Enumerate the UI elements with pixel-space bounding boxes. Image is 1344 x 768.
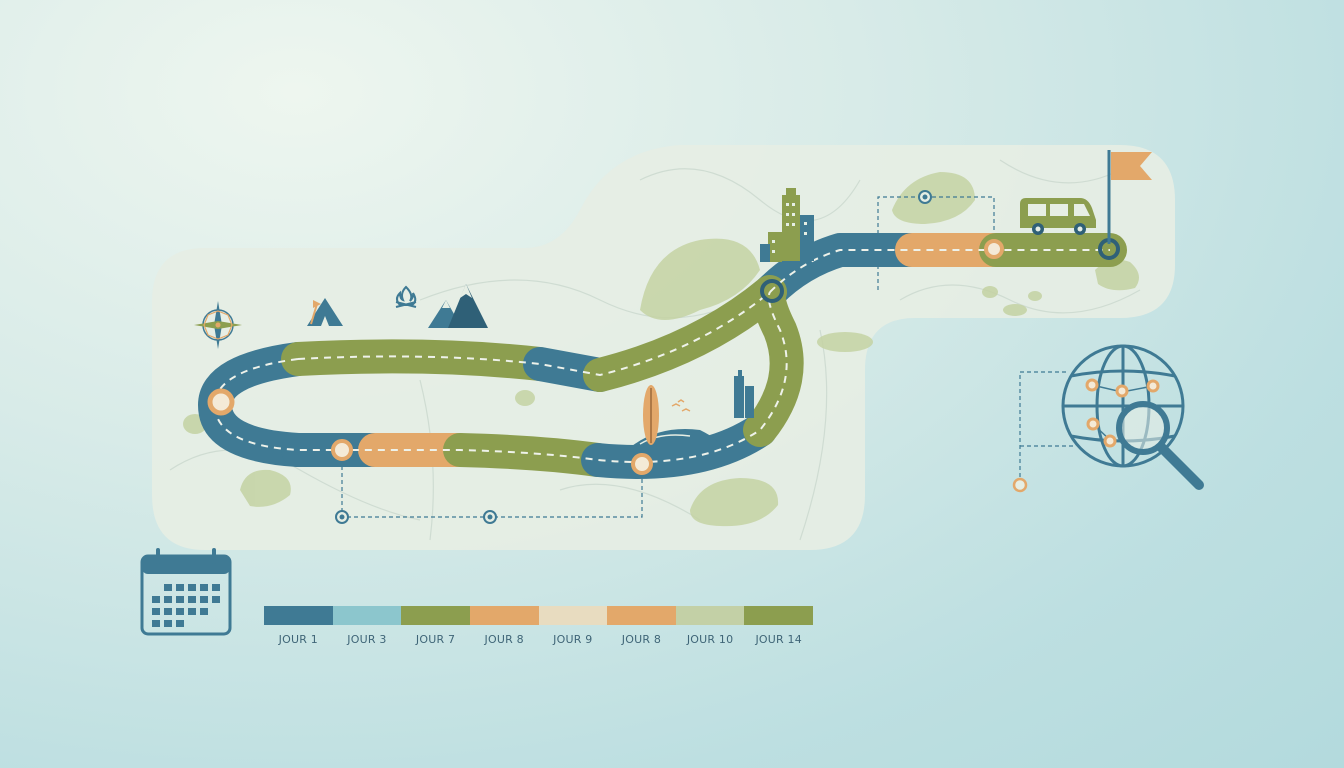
timeline-segment: JOUR 7 — [401, 606, 470, 650]
timeline-label: JOUR 8 — [484, 633, 524, 646]
calendar-icon — [140, 548, 232, 636]
magnifier-icon — [1116, 401, 1204, 490]
waypoint-marker — [1012, 477, 1028, 493]
timeline-bar — [675, 606, 745, 625]
flag-icon — [1107, 150, 1152, 244]
timeline-bar — [469, 606, 539, 625]
timeline-bar — [607, 606, 676, 625]
waypoint-marker — [631, 453, 653, 475]
timeline-segment: JOUR 8 — [607, 606, 676, 650]
tent-icon — [307, 298, 343, 326]
city-icon — [734, 370, 754, 418]
city-icon — [760, 188, 814, 262]
timeline-segment: JOUR 3 — [332, 606, 402, 650]
timeline-bar — [332, 606, 402, 625]
waypoint-marker — [331, 439, 353, 461]
timeline-bar — [744, 606, 813, 625]
camper-van-icon — [1020, 198, 1096, 235]
timeline-label: JOUR 1 — [278, 633, 318, 646]
timeline-label: JOUR 3 — [347, 633, 387, 646]
map-connectors — [341, 196, 1075, 518]
timeline-bar — [401, 606, 470, 625]
timeline-label: JOUR 14 — [755, 633, 802, 646]
surfboard-icon — [632, 385, 720, 446]
timeline-bar — [264, 606, 333, 625]
timeline-segment: JOUR 8 — [469, 606, 539, 650]
road-dashes — [213, 249, 1110, 463]
timeline-segment: JOUR 9 — [538, 606, 608, 650]
timeline-segment: JOUR 1 — [264, 606, 333, 650]
waypoint-marker — [760, 279, 784, 303]
globe-pins — [1085, 378, 1160, 448]
waypoint-marker — [207, 388, 235, 416]
map-land-patches — [183, 172, 1139, 527]
mountain-icon — [428, 284, 488, 328]
waypoint-marker — [984, 239, 1004, 259]
waypoint-markers — [207, 190, 1120, 524]
day-timeline: JOUR 1 JOUR 3 JOUR 7 JOUR 8 JOUR 9 JOUR … — [264, 606, 813, 650]
timeline-label: JOUR 8 — [621, 633, 662, 646]
map-contours — [169, 159, 1141, 541]
compass-icon — [194, 301, 242, 349]
timeline-label: JOUR 10 — [686, 633, 734, 646]
timeline-segment: JOUR 14 — [744, 606, 813, 650]
timeline-label: JOUR 9 — [553, 633, 593, 646]
timeline-label: JOUR 7 — [415, 633, 456, 646]
campfire-icon — [395, 285, 417, 308]
timeline-bar — [538, 606, 608, 625]
timeline-segment: JOUR 10 — [675, 606, 745, 650]
